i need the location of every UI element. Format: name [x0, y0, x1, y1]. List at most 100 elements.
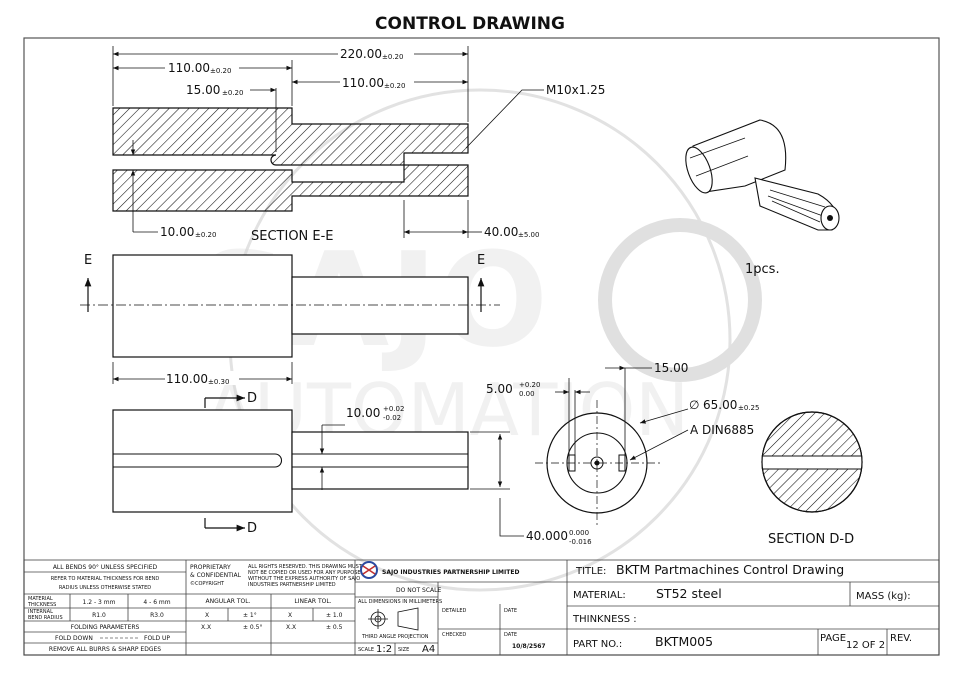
thread-callout: M10x1.25 — [546, 83, 605, 97]
dims-note: ALL DIMENSIONS IN MILLIMETERS — [358, 599, 442, 605]
mat-thk-label-a: MATERIAL — [28, 596, 53, 602]
third-angle-projection-icon — [368, 607, 419, 631]
material-value: ST52 steel — [656, 586, 722, 601]
dim-right-length: 110.00 — [342, 76, 384, 90]
ang-x: X — [205, 612, 209, 619]
dim-od-tol: ±0.25 — [738, 404, 759, 412]
title-label: TITLE: — [575, 566, 606, 577]
dim-slot-depth: 15.00 — [186, 83, 220, 97]
scale-label: SCALE — [358, 647, 374, 653]
prop-2: & CONFIDENTIAL — [190, 572, 242, 579]
mat-thk-1: 1.2 - 3 mm — [83, 599, 116, 606]
section-mark-right: E — [477, 253, 485, 268]
quantity-label: 1pcs. — [745, 262, 780, 277]
ang-xx-val: ± 0.5° — [243, 624, 262, 631]
fold-up: FOLD UP — [144, 635, 170, 642]
rev-label: REV. — [890, 633, 912, 644]
dim-front-length-tol: ±0.30 — [208, 378, 229, 386]
end-view: 5.00 +0.20 0.00 15.00 ∅ 65.00 ±0.25 A DI… — [486, 361, 759, 525]
dim-front-length: 110.00 — [166, 372, 208, 386]
checked-date-label: DATE — [504, 632, 517, 638]
size-value: A4 — [422, 644, 435, 655]
lin-xx-val: ± 0.5 — [326, 624, 343, 631]
dim-left-length-tol: ±0.20 — [210, 67, 231, 75]
do-not-scale: DO NOT SCALE — [396, 587, 441, 594]
lin-xx: X.X — [286, 624, 296, 631]
thickness-label: THINKNESS : — [572, 614, 637, 625]
dim-slot-bottom: 10.00 — [346, 406, 380, 420]
part-no-value: BKTM005 — [655, 634, 713, 649]
int-bend-label-b: BEND RADIUS — [28, 615, 63, 621]
dim-slot-bottom-tol-dn: -0.02 — [383, 414, 401, 422]
projection-label: THIRD ANGLE PROJECTION — [361, 634, 429, 640]
int-bend-label-a: INTERNAL — [28, 609, 53, 615]
mat-thk-2: 4 - 6 mm — [143, 599, 170, 606]
section-dd-label: SECTION D-D — [768, 532, 854, 547]
dim-dia-shaft-tol-up: 0.000 — [569, 529, 589, 537]
fold-down: FOLD DOWN — [55, 635, 93, 642]
remove-burrs: REMOVE ALL BURRS & SHARP EDGES — [49, 646, 161, 653]
dim-slot-depth-tol: ±0.20 — [222, 89, 243, 97]
checked-date: 10/8/2567 — [512, 643, 546, 650]
lin-x: X — [288, 612, 292, 619]
detailed-label: DETAILED — [442, 608, 467, 614]
dim-thread-depth-tol: ±5.00 — [518, 231, 539, 239]
section-mark-bottom: D — [247, 521, 257, 536]
dim-slot-bottom-tol-up: +0.02 — [383, 405, 404, 413]
scale-value: 1:2 — [376, 644, 392, 655]
size-label: SIZE — [398, 647, 409, 653]
note-bends: ALL BENDS 90° UNLESS SPECIFIED — [53, 564, 158, 571]
section-mark-left: E — [84, 253, 92, 268]
linear-tol-label: LINEAR TOL. — [294, 598, 331, 605]
note-bend-radius-b: RADIUS UNLESS OTHERWISE STATED — [59, 585, 151, 591]
section-ee-view: 220.00 ±0.20 110.00 ±0.20 110.00 ±0.20 1… — [112, 46, 605, 244]
rights-1: ALL RIGHTS RESERVED. THIS DRAWING MUST — [248, 564, 363, 570]
lin-x-val: ± 1.0 — [326, 612, 343, 619]
isometric-view — [685, 119, 840, 231]
dim-slot-width-tol: ±0.20 — [195, 231, 216, 239]
rights-2: NOT BE COPIED OR USED FOR ANY PURPOSE — [248, 570, 361, 576]
center-callout: A DIN6885 — [690, 423, 754, 437]
section-dd-view: SECTION D-D — [761, 411, 863, 547]
material-label: MATERIAL: — [573, 590, 626, 601]
dim-keyslot-width-tol-up: +0.20 — [519, 381, 540, 389]
prop-3: ©COPYRIGHT — [190, 580, 225, 587]
dim-slot-width: 10.00 — [160, 225, 194, 239]
detailed-date-label: DATE — [504, 608, 517, 614]
folding-params: FOLDING PARAMETERS — [71, 624, 140, 631]
note-bend-radius-a: REFER TO MATERIAL THICKNESS FOR BEND — [51, 576, 160, 582]
checked-label: CHECKED — [442, 632, 466, 638]
title-block-text: ALL BENDS 90° UNLESS SPECIFIED REFER TO … — [27, 561, 912, 655]
dim-keyslot-width-tol-dn: 0.00 — [519, 390, 535, 398]
mat-thk-label-b: THICKNESS — [27, 602, 56, 608]
part-no-label: PART NO.: — [573, 639, 622, 650]
title-block — [23, 559, 940, 656]
prop-1: PROPRIETARY — [190, 564, 231, 571]
ang-x-val: ± 1° — [243, 612, 257, 619]
dim-dia-shaft: 40.000 — [526, 529, 568, 543]
dim-od-symbol: ∅ — [689, 398, 699, 412]
rights-3: WITHOUT THE EXPRESS AUTHORITY OF SAJO — [248, 576, 360, 582]
angular-tol-label: ANGULAR TOL. — [206, 598, 251, 605]
dim-od: 65.00 — [703, 398, 737, 412]
mass-label: MASS (kg): — [856, 591, 911, 602]
dim-right-length-tol: ±0.20 — [384, 82, 405, 90]
int-bend-1: R1.0 — [92, 612, 106, 619]
dim-left-length: 110.00 — [168, 61, 210, 75]
dim-overall-tol: ±0.20 — [382, 53, 403, 61]
page-label: PAGE — [820, 633, 846, 644]
dim-thread-depth: 40.00 — [484, 225, 518, 239]
ang-xx: X.X — [201, 624, 211, 631]
drawing-title: BKTM Partmachines Control Drawing — [616, 562, 844, 577]
company-logo-icon — [360, 561, 378, 579]
dim-overall: 220.00 — [340, 47, 382, 61]
int-bend-2: R3.0 — [150, 612, 164, 619]
dim-keyslot-depth: 15.00 — [654, 361, 688, 375]
section-mark-top: D — [247, 391, 257, 406]
rights-4: INDUSTRIES PARTNERSHIP LIMITED — [248, 582, 336, 588]
dim-keyslot-width: 5.00 — [486, 382, 513, 396]
section-ee-label: SECTION E-E — [251, 229, 334, 244]
page-title: CONTROL DRAWING — [375, 14, 565, 34]
dim-dia-shaft-tol-dn: -0.016 — [569, 538, 592, 546]
